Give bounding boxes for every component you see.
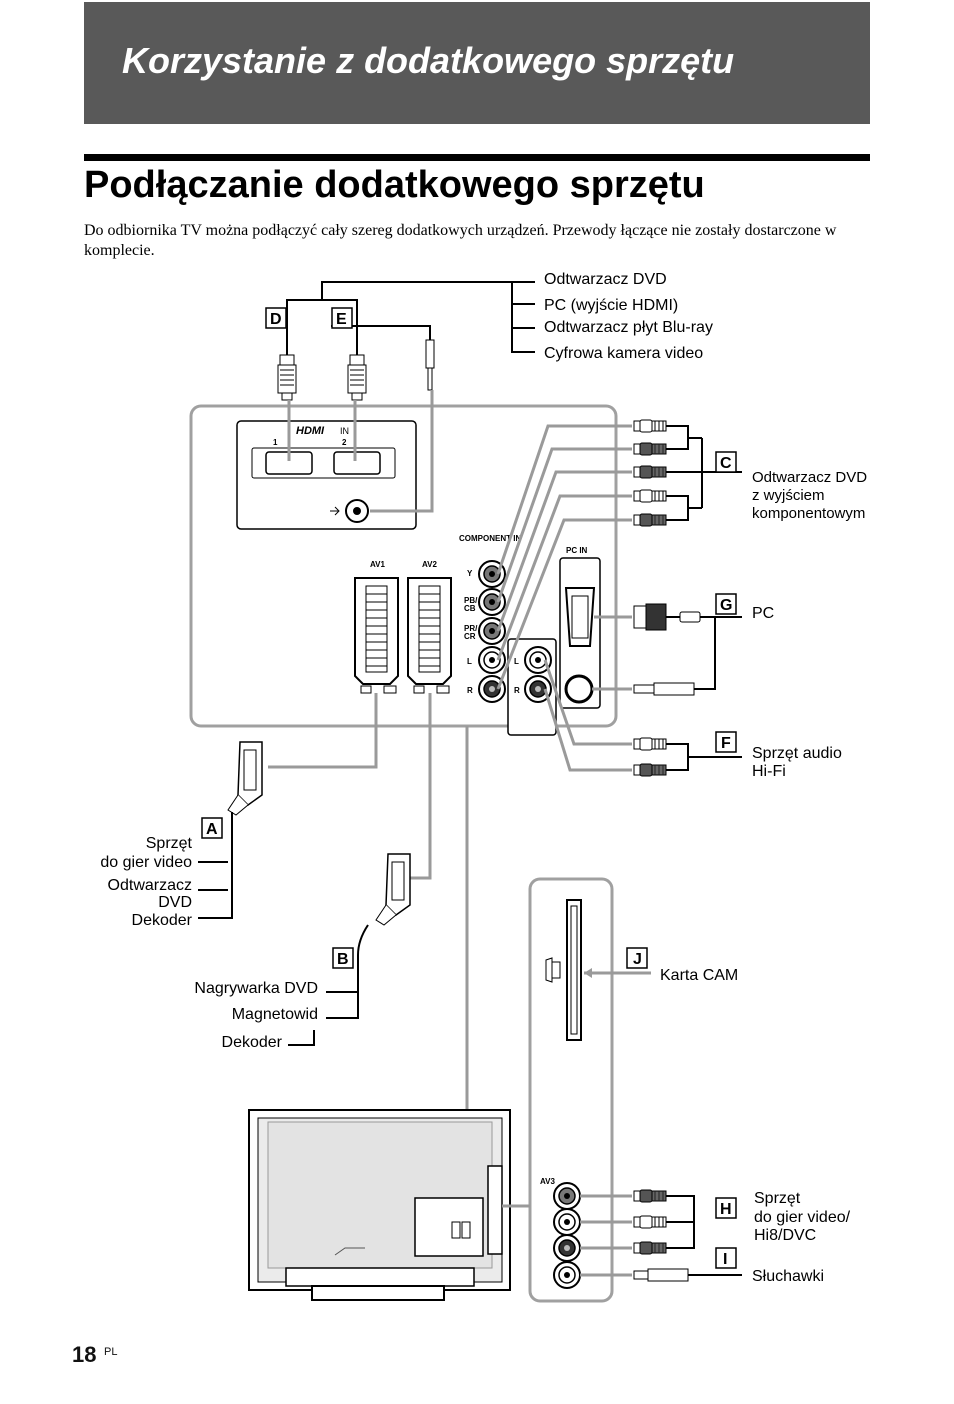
page-number: 18 <box>72 1342 97 1367</box>
pc-audio-jack[interactable] <box>564 674 594 704</box>
jack-headphones[interactable] <box>553 1261 581 1289</box>
hdmi-port-2[interactable] <box>333 451 381 475</box>
cam-icon <box>545 957 561 983</box>
device-av1-line2: do gier video <box>100 854 192 871</box>
badge-c: C <box>715 451 737 473</box>
badge-i: I <box>715 1247 737 1269</box>
badge-h: H <box>715 1197 737 1219</box>
device-av1-line4: DVD <box>158 894 192 911</box>
minijack-plug-pc <box>633 682 695 696</box>
device-av1-line5: Dekoder <box>132 912 193 929</box>
scart-plug-a <box>227 741 263 816</box>
hdmi-logo: HDMI <box>296 425 325 437</box>
hdmi-in-label: IN <box>340 426 349 436</box>
svg-text:E: E <box>336 311 347 328</box>
device-component-line1: Odtwarzacz DVD <box>752 469 867 486</box>
pr-label: PR/ <box>464 624 478 633</box>
jack-av3-r[interactable] <box>553 1234 581 1262</box>
badge-j: J <box>626 947 648 969</box>
audio-out-r-label: R <box>514 686 520 695</box>
badge-d: D <box>265 307 287 329</box>
badge-b: B <box>332 947 354 969</box>
component-r-label: R <box>467 686 473 695</box>
svg-text:H: H <box>720 1201 732 1218</box>
badge-a: A <box>201 817 223 839</box>
scart-plug-b <box>375 853 411 926</box>
device-camcorder: Cyfrowa kamera video <box>544 345 703 362</box>
svg-text:I: I <box>723 1251 727 1268</box>
intro-text: Do odbiornika TV można podłączyć cały sz… <box>84 222 837 259</box>
badge-f: F <box>715 731 737 753</box>
hdmi-port-1-label: 1 <box>273 438 278 447</box>
section-rule <box>84 154 870 161</box>
device-av2-line1: Nagrywarka DVD <box>194 980 318 997</box>
vga-plug <box>633 603 701 631</box>
device-av1-line3: Odtwarzacz <box>108 877 192 894</box>
chapter-banner: Korzystanie z dodatkowego sprzętu <box>84 2 870 124</box>
badge-g: G <box>715 593 737 615</box>
device-av3-line1: Sprzęt <box>754 1190 801 1207</box>
av3-label: AV3 <box>540 1177 556 1186</box>
component-in-label: COMPONENT IN <box>459 534 521 543</box>
svg-text:A: A <box>206 821 218 838</box>
device-headphones: Słuchawki <box>752 1268 824 1285</box>
device-hifi-line2: Hi-Fi <box>752 763 786 780</box>
av2-label: AV2 <box>422 560 438 569</box>
chapter-title: Korzystanie z dodatkowego sprzętu <box>122 40 735 81</box>
svg-text:J: J <box>633 951 642 968</box>
minijack-plug <box>425 339 435 391</box>
svg-text:B: B <box>337 951 349 968</box>
pc-in-label: PC IN <box>566 546 588 555</box>
page-title: Podłączanie dodatkowego sprzętu <box>84 164 705 206</box>
device-component-line2: z wyjściem <box>752 487 825 504</box>
badge-e: E <box>331 307 353 329</box>
svg-text:F: F <box>721 735 731 752</box>
hdmi-plug-1 <box>277 354 297 401</box>
cb-label: CB <box>464 604 476 613</box>
svg-text:G: G <box>720 597 732 614</box>
device-av3-line2: do gier video/ <box>754 1209 851 1226</box>
device-av2-line2: Magnetowid <box>232 1006 318 1023</box>
y-label: Y <box>467 569 473 578</box>
audio-out-l-label: L <box>514 657 519 666</box>
device-av3-line3: Hi8/DVC <box>754 1227 816 1244</box>
hdmi-port-2-label: 2 <box>342 438 347 447</box>
cr-label: CR <box>464 632 476 641</box>
component-l-label: L <box>467 657 472 666</box>
tv-rear-illustration <box>248 1109 511 1301</box>
audio-in-icon <box>330 506 340 516</box>
scart-av2[interactable] <box>407 577 452 685</box>
device-pc: PC <box>752 605 774 622</box>
svg-text:D: D <box>270 311 282 328</box>
device-pc-hdmi: PC (wyjście HDMI) <box>544 297 678 314</box>
jack-av3-video[interactable] <box>553 1182 581 1210</box>
device-av2-line3: Dekoder <box>222 1034 283 1051</box>
svg-text:C: C <box>720 455 732 472</box>
av1-label: AV1 <box>370 560 386 569</box>
device-av1-line1: Sprzęt <box>146 835 193 852</box>
device-bluray: Odtwarzacz płyt Blu-ray <box>544 319 713 336</box>
device-hifi-line1: Sprzęt audio <box>752 745 842 762</box>
jack-av3-l[interactable] <box>553 1208 581 1236</box>
headphone-plug <box>633 1268 689 1282</box>
device-component-line3: komponentowym <box>752 505 865 522</box>
device-cam: Karta CAM <box>660 967 738 984</box>
pb-label: PB/ <box>464 596 478 605</box>
hdmi-plug-2 <box>347 354 367 401</box>
page-language: PL <box>104 1346 118 1358</box>
device-dvd-hdmi: Odtwarzacz DVD <box>544 271 667 288</box>
scart-av1[interactable] <box>354 577 399 685</box>
